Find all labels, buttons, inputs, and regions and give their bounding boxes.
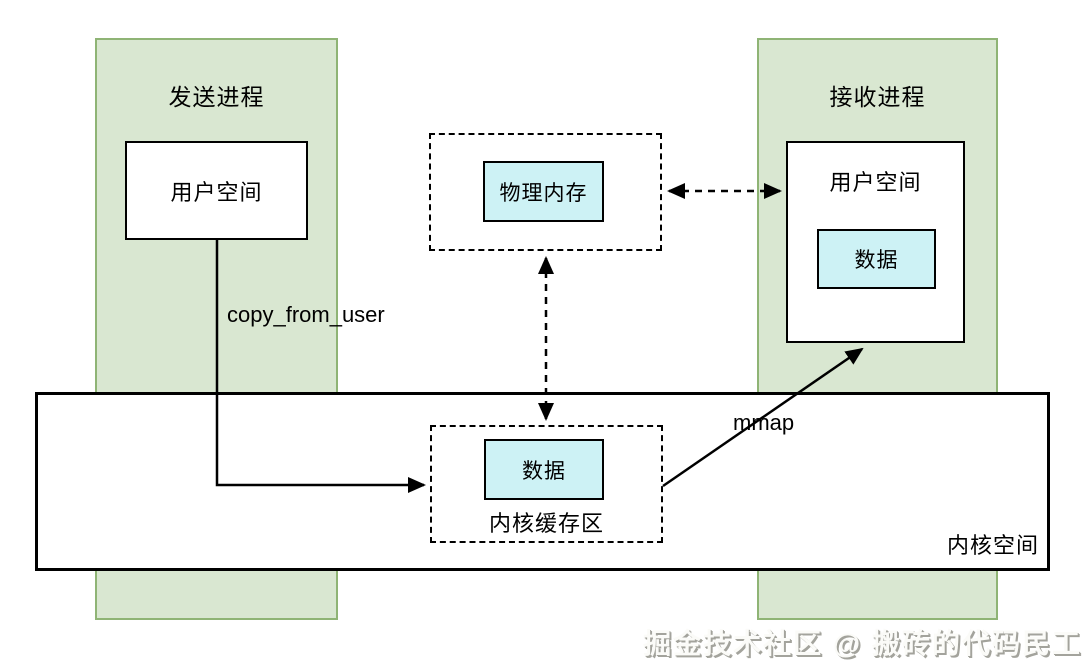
watermark: 掘金技术社区 @ 搬砖的代码民工 [643, 628, 1082, 659]
sender-user-space-box: 用户空间 [125, 141, 308, 240]
physical-memory-label: 物理内存 [499, 181, 588, 205]
receiver-user-space-box: 用户空间 数据 [786, 141, 965, 343]
kernel-buffer-dashed-box: 数据 内核缓存区 [430, 425, 663, 543]
copy-from-user-label: copy_from_user [227, 302, 385, 327]
sender-process-title: 发送进程 [168, 84, 265, 110]
receiver-process-title: 接收进程 [829, 84, 926, 110]
kernel-buffer-data-label: 数据 [522, 459, 566, 483]
kernel-buffer-data-box: 数据 [484, 439, 604, 500]
receiver-data-label: 数据 [854, 249, 899, 272]
physical-memory-dashed-box: 物理内存 [429, 133, 662, 251]
kernel-space-label: 内核空间 [946, 533, 1039, 558]
mmap-label: mmap [733, 410, 795, 435]
physical-memory-box: 物理内存 [483, 161, 604, 222]
kernel-buffer-label: 内核缓存区 [488, 511, 604, 536]
receiver-data-box: 数据 [817, 229, 936, 289]
sender-user-space-label: 用户空间 [170, 179, 263, 205]
receiver-user-space-label: 用户空间 [829, 170, 922, 195]
